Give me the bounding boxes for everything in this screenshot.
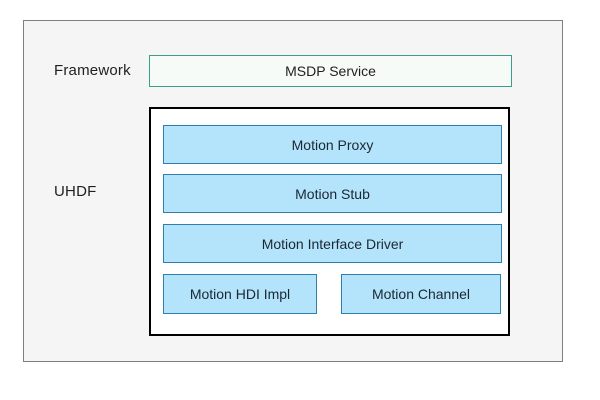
- msdp-service-label: MSDP Service: [285, 63, 376, 79]
- uhdf-label: UHDF: [54, 183, 97, 200]
- motion-proxy-box: Motion Proxy: [163, 125, 502, 164]
- motion-channel-label: Motion Channel: [371, 286, 471, 302]
- motion-hdi-impl-label: Motion HDI Impl: [189, 286, 291, 302]
- motion-proxy-label: Motion Proxy: [291, 136, 374, 153]
- motion-interface-driver-box: Motion Interface Driver: [163, 224, 502, 263]
- motion-channel-box: Motion Channel: [341, 274, 501, 314]
- motion-interface-driver-label: Motion Interface Driver: [261, 235, 404, 252]
- msdp-service-box: MSDP Service: [149, 55, 512, 87]
- motion-hdi-impl-box: Motion HDI Impl: [163, 274, 317, 314]
- motion-stub-box: Motion Stub: [163, 174, 502, 213]
- architecture-outer-box: Framework MSDP Service UHDF Motion Proxy…: [23, 20, 563, 362]
- framework-label: Framework: [54, 62, 131, 79]
- motion-stub-label: Motion Stub: [295, 185, 370, 202]
- uhdf-container-box: Motion Proxy Motion Stub Motion Interfac…: [149, 107, 510, 336]
